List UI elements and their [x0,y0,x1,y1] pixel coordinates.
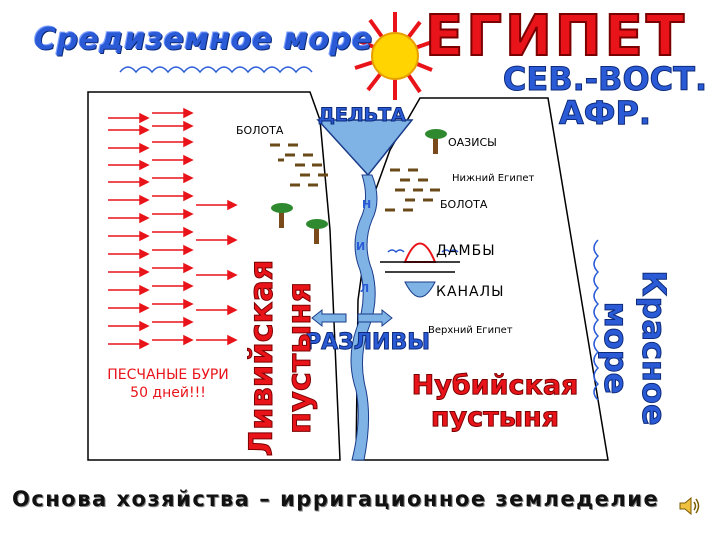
speaker-icon[interactable] [678,495,702,517]
dams-label: ДАМБЫ [436,243,496,259]
region-title-line2: АФР. [558,94,652,132]
egypt-title: ЕГИПЕТ [424,3,688,70]
swamps-left-label: БОЛОТА [236,124,284,137]
nubian-line2: пустыня [430,402,560,434]
floods-label: РАЗЛИВЫ [304,330,431,356]
nubian-line1: Нубийская [411,370,579,402]
wave-decoration-right [593,239,600,401]
libyan-desert-label: Ливийская пустыня [242,238,319,478]
palm-tree-icon [271,203,293,228]
dam-canal-diagram [380,242,460,298]
libyan-line2: пустыня [280,281,319,435]
region-title: СЕВ.-ВОСТ. АФР. [490,60,720,132]
libyan-line1: Ливийская [242,259,281,457]
flood-arrows [311,308,393,328]
upper-egypt-label: Верхний Египет [428,325,513,336]
swamps-right-label: БОЛОТА [440,198,488,211]
wind-arrows [108,107,238,350]
mediterranean-sea-title: Средиземное море [34,22,373,57]
delta-label: ДЕЛЬТА [318,104,407,127]
palm-tree-icon [306,219,328,244]
sandstorms-line2: 50 дней!!! [130,385,206,401]
oases-label: ОАЗИСЫ [448,136,497,149]
footer-caption: Основа хозяйства – ирригационное земледе… [12,487,660,511]
nile-letter-3: Л [360,282,370,295]
sandstorms-label: ПЕСЧАНЫЕ БУРИ 50 дней!!! [88,366,248,402]
nile-letter-1: Н [362,198,372,211]
canals-label: КАНАЛЫ [436,284,505,300]
palm-tree-icon [425,129,447,154]
lower-egypt-label: Нижний Египет [452,173,535,184]
delta-shape [316,119,414,177]
swamp-dashes-right [385,168,440,212]
nubian-desert-label: Нубийская пустыня [405,370,585,434]
red-sea-label: Красное море [597,270,674,426]
sun-icon [354,12,433,100]
nile-letter-2: И [356,240,366,253]
swamp-dashes-left [270,143,328,187]
sandstorms-line1: ПЕСЧАНЫЕ БУРИ [107,367,229,383]
wave-decoration-top [119,66,313,74]
region-title-line1: СЕВ.-ВОСТ. [502,60,708,98]
